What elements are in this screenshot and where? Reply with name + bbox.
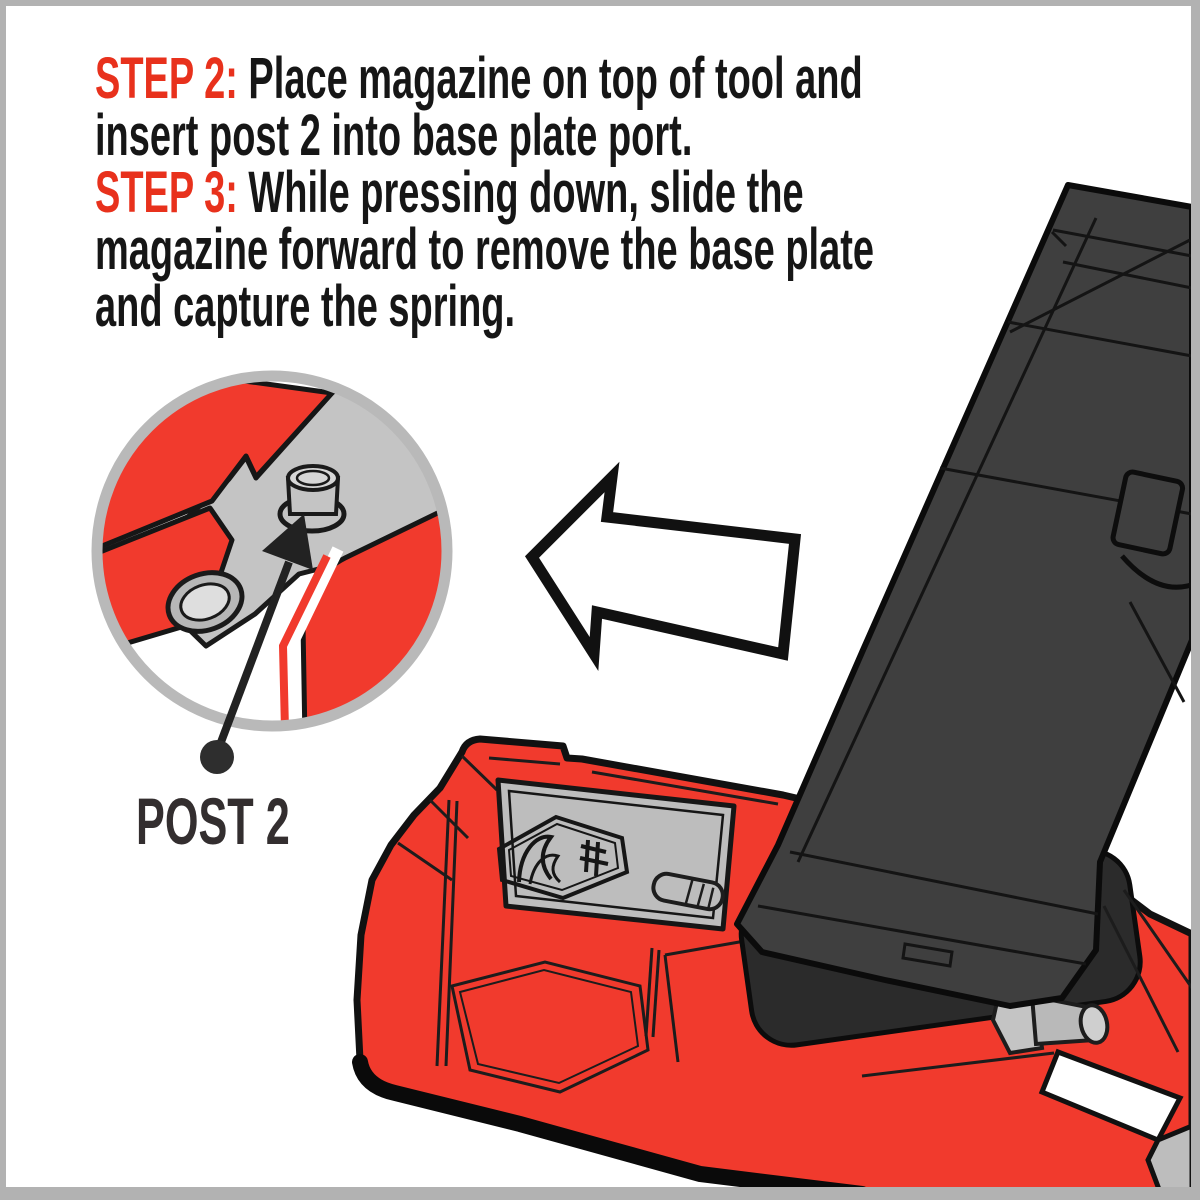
step-2-text: Place magazine on top of tool and insert… bbox=[95, 46, 863, 168]
step-2-label: STEP 2: bbox=[95, 46, 238, 111]
callout-bore bbox=[165, 570, 245, 634]
tool-bottom-shadow bbox=[352, 1054, 870, 1200]
frame-border-top bbox=[0, 0, 1200, 6]
callout-ring bbox=[91, 370, 453, 732]
tool-right-facets bbox=[861, 889, 1194, 1078]
frame-border-left bbox=[0, 0, 6, 1200]
tool-tray-inner-line bbox=[507, 789, 725, 920]
step-3-label: STEP 3: bbox=[95, 160, 238, 225]
callout-circle bbox=[91, 370, 453, 732]
instruction-text: STEP 2: Place magazine on top of tool an… bbox=[95, 50, 910, 336]
left-arrow-icon bbox=[524, 461, 802, 671]
frame-border-right bbox=[1191, 0, 1200, 1200]
callout-post-2 bbox=[277, 464, 347, 534]
brand-emblem-icon bbox=[496, 814, 630, 901]
tool-facet-lines bbox=[397, 754, 779, 1094]
step-2-line: STEP 2: Place magazine on top of tool an… bbox=[95, 50, 910, 165]
frame-border-bottom bbox=[0, 1187, 1200, 1200]
callout-label: POST 2 bbox=[136, 784, 290, 858]
step-3-line: STEP 3: While pressing down, slide the m… bbox=[95, 164, 910, 336]
step-3-text: While pressing down, slide the magazine … bbox=[95, 160, 875, 339]
tray-slot bbox=[651, 871, 725, 912]
post-pointer-arrow-icon bbox=[200, 514, 313, 774]
